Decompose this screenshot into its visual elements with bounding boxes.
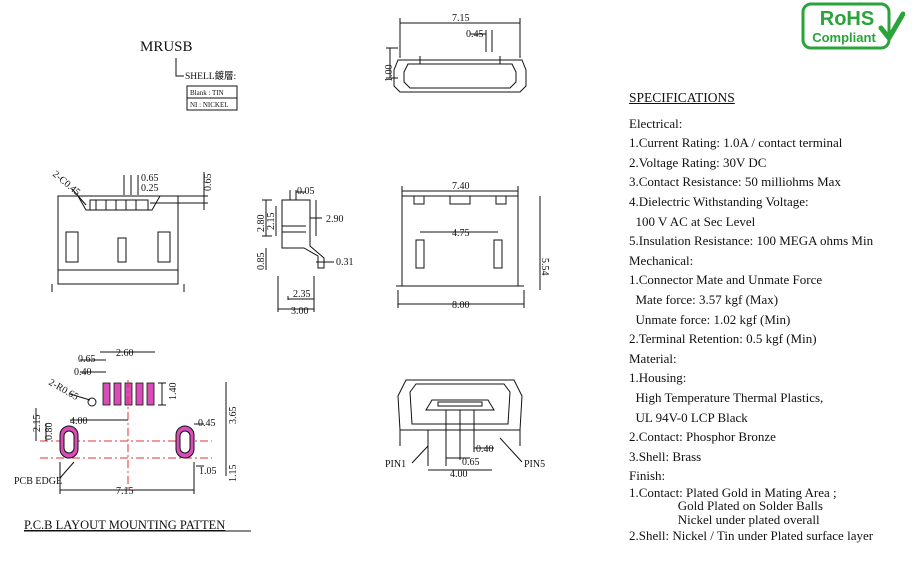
shell-label: SHELL鍍層: (185, 70, 236, 82)
rohs-text: RoHS (820, 8, 874, 30)
dim-side-w1: 2.35 (293, 289, 311, 300)
dim-chamfer: 2-C0.45 (50, 169, 82, 198)
dim-bottom-mid: 4.75 (452, 228, 470, 239)
pcb-dim-hole-x: 4.00 (70, 416, 88, 427)
side-view: 0.05 2.80 2.15 2.90 0.85 0.31 2.35 3.00 (256, 186, 354, 317)
pcb-dim-pad-width: 0.40 (74, 367, 92, 378)
pcb-layout: 2.60 0.65 0.40 2-R0.65 1.40 4.00 2.15 0.… (14, 348, 251, 532)
pcb-dim-radius: 2-R0.65 (47, 377, 81, 403)
mating-dim-d3: 4.00 (450, 469, 468, 480)
spec-line: Mechanical: (629, 252, 694, 268)
dim-pin-height: 0.65 (203, 174, 214, 192)
pin5-label: PIN5 (524, 459, 545, 470)
specifications-panel: SPECIFICATIONS Electrical: 1.Current Rati… (629, 88, 909, 546)
spec-line: 1.Contact: Plated Gold in Mating Area ; (629, 484, 837, 500)
dim-bottom-height: 5.54 (539, 258, 550, 276)
top-view: 7.15 0.45 1.00 (384, 13, 527, 93)
spec-line: 2.Contact: Phosphor Bronze (629, 429, 776, 445)
compliant-text: Compliant (812, 30, 876, 45)
pcb-dim-span: 2.60 (116, 348, 134, 359)
dim-side-thick: 0.31 (336, 257, 354, 268)
dim-top-width: 7.15 (452, 13, 470, 24)
pcb-dim-d1: 2.15 (32, 415, 43, 433)
spec-line: 3.Shell: Brass (629, 448, 702, 464)
specifications-list: Electrical: 1.Current Rating: 1.0A / cont… (629, 114, 909, 546)
spec-line: 1.Housing: (629, 370, 687, 386)
spec-line: 2.Shell: Nickel / Tin under Plated surfa… (629, 528, 874, 544)
specifications-title: SPECIFICATIONS (629, 90, 735, 105)
rohs-badge-icon: RoHS Compliant (801, 2, 905, 50)
dim-bottom-width: 8.00 (452, 300, 470, 311)
spec-line: 3.Contact Resistance: 50 milliohms Max (629, 174, 841, 190)
spec-line: 1.Current Rating: 1.0A / contact termina… (629, 135, 843, 151)
model-name: MRUSB (140, 39, 193, 55)
spec-line: 4.Dielectric Withstanding Voltage: (629, 193, 809, 209)
dim-bottom-top: 7.40 (452, 181, 470, 192)
pcb-dim-slot-h: 1.05 (199, 466, 217, 477)
dim-side-h4: 0.85 (256, 253, 267, 271)
dim-side-h2: 2.15 (266, 213, 277, 231)
dim-pin-width: 0.65 (141, 173, 159, 184)
spec-line: UL 94V-0 LCP Black (629, 409, 748, 425)
spec-line: 2.Voltage Rating: 30V DC (629, 154, 767, 170)
dim-side-h1: 2.80 (256, 215, 267, 233)
front-view: 2-C0.45 0.65 0.25 0.65 (50, 169, 214, 292)
pcb-dim-pad-height: 1.40 (168, 383, 179, 401)
part-label-block: MRUSB SHELL鍍層: Blank : TIN NI : NICKEL (140, 39, 238, 111)
dim-side-w2: 3.00 (291, 306, 309, 317)
checkmark-icon (878, 11, 905, 41)
spec-line: Gold Plated on Solder Balls (629, 498, 823, 514)
pin1-label: PIN1 (385, 459, 406, 470)
bottom-view: 7.40 4.75 5.54 8.00 (396, 181, 550, 311)
dim-side-h3: 2.90 (326, 214, 344, 225)
finish-option-tin: Blank : TIN (190, 89, 224, 97)
pcb-dim-slot-w: 0.45 (198, 418, 216, 429)
pcb-caption: P.C.B LAYOUT MOUNTING PATTEN (24, 518, 225, 532)
spec-line: High Temperature Thermal Plastics, (629, 389, 824, 405)
mating-dim-d1: 0.40 (476, 444, 494, 455)
spec-line: Unmate force: 1.02 kgf (Min) (629, 311, 791, 327)
pcb-dim-edge-off: 1.15 (228, 465, 239, 483)
dim-top-height: 1.00 (384, 65, 395, 83)
finish-option-nickel: NI : NICKEL (190, 101, 229, 109)
pcb-edge-label: PCB EDGE (14, 476, 62, 487)
dim-pin-gap: 0.25 (141, 183, 159, 194)
spec-line: 5.Insulation Resistance: 100 MEGA ohms M… (629, 233, 874, 249)
dim-top-inner: 0.45 (466, 29, 484, 40)
spec-line: Electrical: (629, 115, 683, 131)
dim-side-top: 0.05 (297, 186, 315, 197)
mating-dim-d2: 0.65 (462, 457, 480, 468)
pcb-dim-vert: 3.65 (228, 407, 239, 425)
mating-view: 0.40 0.65 4.00 PIN1 PIN5 (385, 379, 545, 480)
pcb-dim-d2: 0.80 (44, 423, 55, 441)
spec-line: Material: (629, 350, 677, 366)
spec-line: 100 V AC at Sec Level (629, 213, 756, 229)
spec-line: Finish: (629, 468, 666, 484)
spec-line: 2.Terminal Retention: 0.5 kgf (Min) (629, 331, 817, 347)
pcb-dim-total: 7.15 (116, 486, 134, 497)
pcb-dim-pitch: 0.65 (78, 354, 96, 365)
spec-line: Nickel under plated overall (629, 511, 820, 527)
spec-line: 1.Connector Mate and Unmate Force (629, 272, 823, 288)
spec-line: Mate force: 3.57 kgf (Max) (629, 291, 779, 307)
